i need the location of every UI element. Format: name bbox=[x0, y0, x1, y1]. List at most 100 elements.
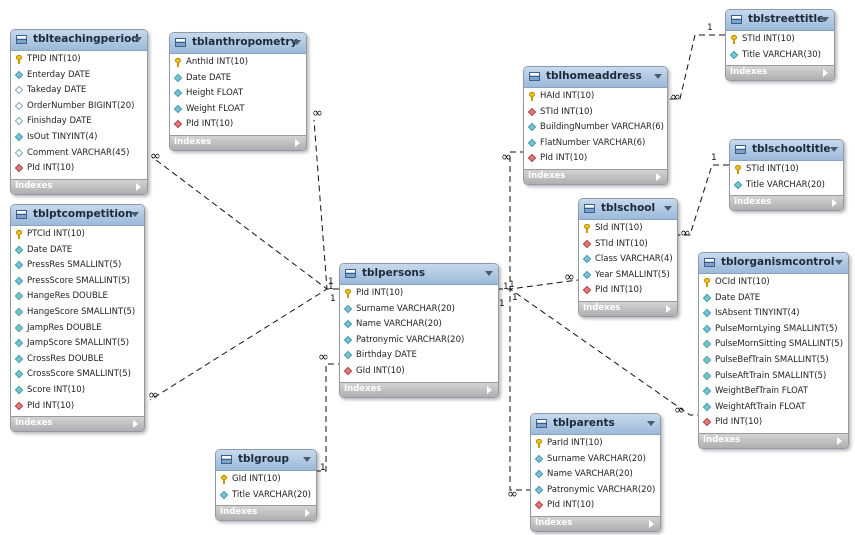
expand-arrow-icon[interactable] bbox=[136, 182, 141, 191]
column-row[interactable]: PId INT(10) bbox=[340, 286, 498, 302]
collapse-chevron-icon[interactable] bbox=[131, 212, 139, 217]
column-row[interactable]: STId INT(10) bbox=[524, 105, 667, 121]
expand-arrow-icon[interactable] bbox=[823, 69, 828, 78]
collapse-chevron-icon[interactable] bbox=[654, 74, 662, 79]
column-row[interactable]: Title VARCHAR(20) bbox=[730, 178, 843, 194]
column-row[interactable]: WeightBefTrain FLOAT bbox=[699, 384, 848, 400]
relationship-line-tblstreettitle-tblhomeaddress[interactable] bbox=[666, 34, 725, 100]
column-row[interactable]: HangeScore SMALLINT(5) bbox=[11, 305, 144, 321]
column-row[interactable]: Height FLOAT bbox=[170, 86, 306, 102]
relationship-line-tblpersons-tblptcompetition[interactable] bbox=[149, 288, 339, 401]
column-row[interactable]: PTCId INT(10) bbox=[11, 227, 144, 243]
table-header[interactable]: tblorganismcontrol bbox=[699, 253, 848, 274]
column-row[interactable]: Date DATE bbox=[11, 243, 144, 259]
expand-arrow-icon[interactable] bbox=[295, 138, 300, 147]
column-row[interactable]: Finishday DATE bbox=[11, 114, 147, 130]
column-row[interactable]: Comment VARCHAR(45) bbox=[11, 146, 147, 162]
relationship-line-tblschooltitle-tblschool[interactable] bbox=[676, 164, 729, 236]
table-header[interactable]: tblschool bbox=[579, 199, 677, 220]
relationship-line-tblgroup-tblpersons[interactable] bbox=[315, 363, 339, 472]
expand-arrow-icon[interactable] bbox=[656, 172, 661, 181]
relationship-line-tblpersons-tblhomeaddress[interactable] bbox=[497, 151, 523, 290]
column-row[interactable]: PressRes SMALLINT(5) bbox=[11, 258, 144, 274]
column-row[interactable]: CrossRes DOUBLE bbox=[11, 352, 144, 368]
table-header[interactable]: tblparents bbox=[531, 414, 660, 435]
column-row[interactable]: Score INT(10) bbox=[11, 383, 144, 399]
column-row[interactable]: HangeRes DOUBLE bbox=[11, 289, 144, 305]
column-row[interactable]: BuildingNumber VARCHAR(6) bbox=[524, 120, 667, 136]
column-row[interactable]: PulseAftTrain SMALLINT(5) bbox=[699, 369, 848, 385]
table-header[interactable]: tblteachingperiod bbox=[11, 30, 147, 51]
expand-arrow-icon[interactable] bbox=[305, 509, 310, 518]
indexes-section[interactable]: Indexes bbox=[340, 381, 498, 397]
column-row[interactable]: AnthId INT(10) bbox=[170, 55, 306, 71]
column-row[interactable]: PulseMornSitting SMALLINT(5) bbox=[699, 337, 848, 353]
collapse-chevron-icon[interactable] bbox=[303, 457, 311, 462]
column-row[interactable]: Name VARCHAR(20) bbox=[531, 467, 660, 483]
column-row[interactable]: Patronymic VARCHAR(20) bbox=[531, 483, 660, 499]
column-row[interactable]: JampRes DOUBLE bbox=[11, 321, 144, 337]
column-row[interactable]: Surname VARCHAR(20) bbox=[340, 302, 498, 318]
column-row[interactable]: CrossScore SMALLINT(5) bbox=[11, 367, 144, 383]
expand-arrow-icon[interactable] bbox=[837, 436, 842, 445]
column-row[interactable]: Date DATE bbox=[699, 291, 848, 307]
expand-arrow-icon[interactable] bbox=[487, 385, 492, 394]
column-row[interactable]: Year SMALLINT(5) bbox=[579, 268, 677, 284]
column-row[interactable]: ParId INT(10) bbox=[531, 436, 660, 452]
column-row[interactable]: GId INT(10) bbox=[216, 472, 316, 488]
column-row[interactable]: Birthday DATE bbox=[340, 348, 498, 364]
indexes-section[interactable]: Indexes bbox=[726, 65, 834, 81]
column-row[interactable]: PId INT(10) bbox=[531, 498, 660, 514]
collapse-chevron-icon[interactable] bbox=[293, 40, 301, 45]
column-row[interactable]: WeightAftTrain FLOAT bbox=[699, 400, 848, 416]
indexes-section[interactable]: Indexes bbox=[699, 432, 848, 448]
collapse-chevron-icon[interactable] bbox=[134, 37, 142, 42]
column-row[interactable]: Enterday DATE bbox=[11, 68, 147, 84]
column-row[interactable]: OCId INT(10) bbox=[699, 275, 848, 291]
column-row[interactable]: SId INT(10) bbox=[579, 221, 677, 237]
indexes-section[interactable]: Indexes bbox=[524, 168, 667, 184]
column-row[interactable]: HAId INT(10) bbox=[524, 89, 667, 105]
collapse-chevron-icon[interactable] bbox=[664, 206, 672, 211]
collapse-chevron-icon[interactable] bbox=[835, 260, 843, 265]
column-row[interactable]: Class VARCHAR(4) bbox=[579, 252, 677, 268]
column-row[interactable]: PId INT(10) bbox=[170, 117, 306, 133]
column-row[interactable]: TPID INT(10) bbox=[11, 52, 147, 68]
column-row[interactable]: JampScore SMALLINT(5) bbox=[11, 336, 144, 352]
column-row[interactable]: STId INT(10) bbox=[730, 162, 843, 178]
column-row[interactable]: Takeday DATE bbox=[11, 83, 147, 99]
column-row[interactable]: STId INT(10) bbox=[726, 32, 834, 48]
expand-arrow-icon[interactable] bbox=[649, 519, 654, 528]
column-row[interactable]: Patronymic VARCHAR(20) bbox=[340, 333, 498, 349]
relationship-line-tblpersons-tblteachingperiod[interactable] bbox=[151, 156, 339, 290]
column-row[interactable]: FlatNumber VARCHAR(6) bbox=[524, 136, 667, 152]
table-header[interactable]: tblptcompetition bbox=[11, 205, 144, 226]
column-row[interactable]: Surname VARCHAR(20) bbox=[531, 452, 660, 468]
expand-arrow-icon[interactable] bbox=[832, 199, 837, 208]
table-header[interactable]: tblhomeaddress bbox=[524, 67, 667, 88]
indexes-section[interactable]: Indexes bbox=[11, 416, 144, 432]
column-row[interactable]: STId INT(10) bbox=[579, 237, 677, 253]
column-row[interactable]: PId INT(10) bbox=[11, 399, 144, 415]
column-row[interactable]: PulseMornLying SMALLINT(5) bbox=[699, 322, 848, 338]
column-row[interactable]: IsOut TINYINT(4) bbox=[11, 130, 147, 146]
indexes-section[interactable]: Indexes bbox=[730, 195, 843, 211]
relationship-line-tblpersons-tblanthropometry[interactable] bbox=[313, 119, 339, 290]
column-row[interactable]: PressScore SMALLINT(5) bbox=[11, 274, 144, 290]
collapse-chevron-icon[interactable] bbox=[485, 271, 493, 276]
table-header[interactable]: tblanthropometry bbox=[170, 33, 306, 54]
column-row[interactable]: Name VARCHAR(20) bbox=[340, 317, 498, 333]
table-header[interactable]: tblschooltitle bbox=[730, 140, 843, 161]
indexes-section[interactable]: Indexes bbox=[216, 505, 316, 521]
collapse-chevron-icon[interactable] bbox=[830, 147, 838, 152]
expand-arrow-icon[interactable] bbox=[133, 420, 138, 429]
column-row[interactable]: IsAbsent TINYINT(4) bbox=[699, 306, 848, 322]
